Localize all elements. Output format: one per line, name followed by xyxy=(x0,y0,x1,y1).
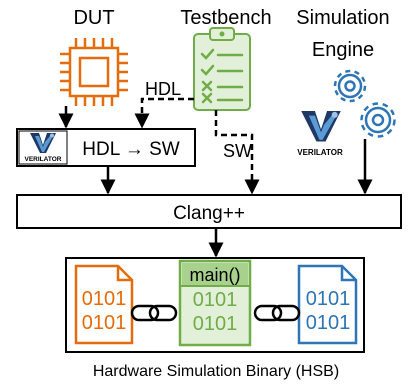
clang-box xyxy=(16,194,402,229)
svg-text:0101: 0101 xyxy=(306,288,351,310)
chain-link-icon-left xyxy=(130,304,178,322)
clang-label: Clang++ xyxy=(173,203,245,224)
chain-link-icon-right xyxy=(253,304,301,322)
chip-icon xyxy=(60,38,128,106)
document-icon-dut: 0101 0101 xyxy=(74,264,134,345)
svg-text:0101: 0101 xyxy=(193,289,238,311)
testbench-label: Testbench xyxy=(180,7,271,29)
main-label: main() xyxy=(189,265,240,285)
sim-engine-label-line2: Engine xyxy=(312,39,374,61)
testbench-hdl-arrow xyxy=(134,97,194,129)
hsb-label: Hardware Simulation Binary (HSB) xyxy=(93,363,339,380)
verilator-logo-box: VERILATOR xyxy=(18,130,68,165)
sw-edge-label: SW xyxy=(223,141,252,161)
svg-text:0101: 0101 xyxy=(82,288,127,310)
document-icon-testbench: main() 0101 0101 xyxy=(178,259,252,347)
testbench-sw-arrow xyxy=(214,110,260,195)
svg-text:0101: 0101 xyxy=(306,312,351,334)
clipboard-checklist-icon xyxy=(193,27,251,111)
sim-engine-label-line1: Simulation xyxy=(296,7,389,29)
svg-text:VERILATOR: VERILATOR xyxy=(297,148,343,157)
gears-icon xyxy=(333,69,396,138)
hdl-edge-label: HDL xyxy=(145,79,181,99)
dut-label: DUT xyxy=(73,7,114,29)
verilator-logo-engine: VERILATOR xyxy=(297,111,343,157)
hdl-to-sw-label: HDL → SW xyxy=(82,139,180,160)
svg-text:0101: 0101 xyxy=(82,312,127,334)
document-icon-engine: 0101 0101 xyxy=(297,264,358,345)
svg-text:VERILATOR: VERILATOR xyxy=(25,156,62,163)
svg-text:0101: 0101 xyxy=(193,313,238,335)
